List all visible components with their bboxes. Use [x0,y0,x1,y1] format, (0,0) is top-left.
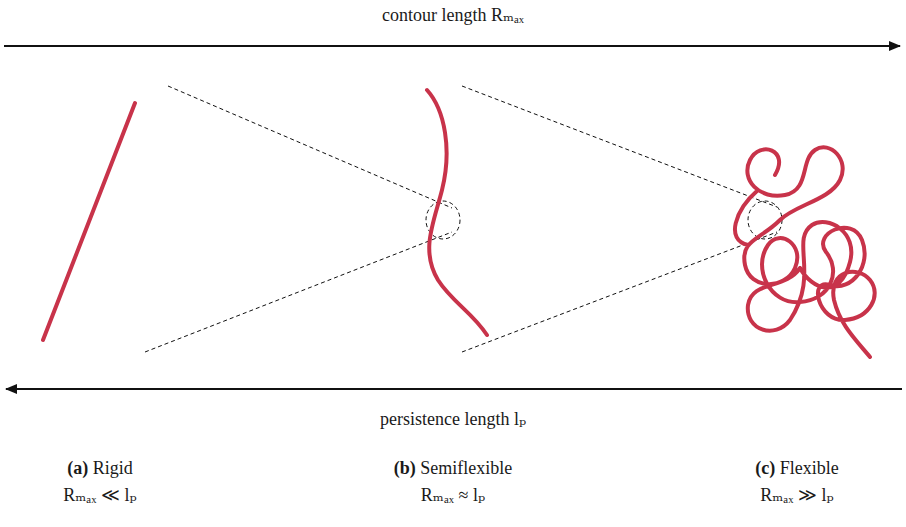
caption-line: (c) Flexible [755,458,838,480]
flexible-coil [735,147,875,357]
caption-text: Rigid [93,458,133,478]
semiflexible-chain [427,90,487,335]
caption-line: (b) Semiflexible [394,458,512,480]
caption-line: persistence length lₚ [380,409,526,431]
contour-arrow [4,45,900,47]
caption-text: contour length Rₘₐₓ [382,5,524,25]
caption-line: (a) Rigid [67,458,133,480]
persistence-arrow [6,388,902,390]
caption-text: Flexible [780,458,839,478]
zoom-lines [145,86,782,352]
caption-text: persistence length lₚ [380,409,526,429]
caption-line: Rₘₐₓ ≫ lₚ [760,485,833,507]
caption-line: contour length Rₘₐₓ [382,5,524,27]
rigid-chain [43,103,135,340]
panel-letter: (c) [755,458,775,478]
caption-text: Rₘₐₓ ≫ lₚ [760,485,833,505]
panel-letter: (b) [394,458,416,478]
caption-text: Semiflexible [420,458,512,478]
panel-letter: (a) [67,458,88,478]
caption-line: Rₘₐₓ ≪ lₚ [63,485,136,507]
caption-text: Rₘₐₓ ≪ lₚ [63,485,136,505]
caption-line: Rₘₐₓ ≈ lₚ [421,485,485,507]
caption-text: Rₘₐₓ ≈ lₚ [421,485,485,505]
